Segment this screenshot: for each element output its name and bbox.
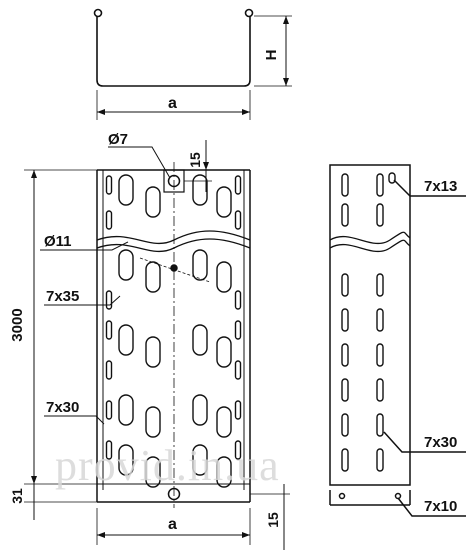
floor-slot	[118, 174, 134, 206]
floor-slot	[118, 324, 134, 356]
height-label: H	[263, 50, 280, 61]
floor-slot	[216, 186, 232, 218]
wall-slot	[105, 290, 113, 310]
wall-slot	[105, 175, 113, 195]
side-slot	[341, 308, 349, 332]
side-slot	[341, 173, 349, 197]
floor-slot	[118, 444, 134, 476]
floor-slot	[145, 336, 161, 368]
side-slot	[341, 203, 349, 227]
side-slot	[341, 378, 349, 402]
slot-7x30-left-label: 7x30	[46, 399, 79, 416]
floor-slot	[216, 406, 232, 438]
slot-7x13-label: 7x13	[424, 178, 457, 195]
side-slot	[376, 413, 384, 437]
diameter-7-label: Ø7	[108, 131, 128, 148]
floor-slot	[145, 186, 161, 218]
floor-slot	[145, 456, 161, 488]
dim-15-top-label: 15	[187, 152, 203, 168]
floor-slot	[192, 394, 208, 426]
wall-slot	[105, 210, 113, 230]
slot-7x10-label: 7x10	[424, 498, 457, 515]
floor-slot	[192, 324, 208, 356]
floor-slot	[145, 406, 161, 438]
side-slot	[376, 203, 384, 227]
side-slot-short	[388, 172, 396, 184]
cross-section-view	[93, 8, 292, 120]
wall-slot	[234, 210, 242, 230]
length-label: 3000	[9, 308, 26, 341]
floor-slot	[145, 261, 161, 293]
floor-slot	[216, 456, 232, 488]
floor-slot	[192, 174, 208, 206]
plan-view-dimensions	[24, 140, 290, 550]
width-label-bottom: a	[168, 516, 177, 533]
watermark: provid.in.ua	[55, 441, 280, 490]
side-slot	[376, 308, 384, 332]
side-slot	[341, 273, 349, 297]
side-slot	[341, 343, 349, 367]
slot-7x30-right-label: 7x30	[424, 434, 457, 451]
side-wall-slots	[341, 172, 396, 472]
side-slot	[341, 448, 349, 472]
side-slot	[376, 273, 384, 297]
side-wall-view	[329, 164, 466, 517]
side-slot	[376, 448, 384, 472]
side-slot	[341, 413, 349, 437]
floor-slot	[118, 249, 134, 281]
floor-slot	[118, 394, 134, 426]
floor-slot	[216, 261, 232, 293]
floor-slot	[216, 336, 232, 368]
wall-slot	[234, 400, 242, 420]
floor-slot	[192, 444, 208, 476]
plan-view-slots	[105, 174, 242, 488]
side-slot	[376, 173, 384, 197]
wall-slot	[105, 400, 113, 420]
wall-slot	[234, 290, 242, 310]
wall-slot	[234, 175, 242, 195]
dim-15-bottom-label: 15	[265, 512, 281, 528]
side-slot	[376, 378, 384, 402]
wall-slot	[105, 440, 113, 460]
plan-view	[96, 162, 251, 508]
wall-slot	[105, 320, 113, 340]
end-offset-label: 31	[9, 488, 25, 504]
width-label-top: a	[168, 95, 177, 112]
wall-slot	[234, 320, 242, 340]
wall-slot	[105, 360, 113, 380]
wall-slot	[234, 360, 242, 380]
wall-slot	[234, 440, 242, 460]
diameter-11-label: Ø11	[44, 233, 72, 250]
floor-slot	[192, 249, 208, 281]
slot-7x35-label: 7x35	[46, 288, 79, 305]
side-slot	[376, 343, 384, 367]
